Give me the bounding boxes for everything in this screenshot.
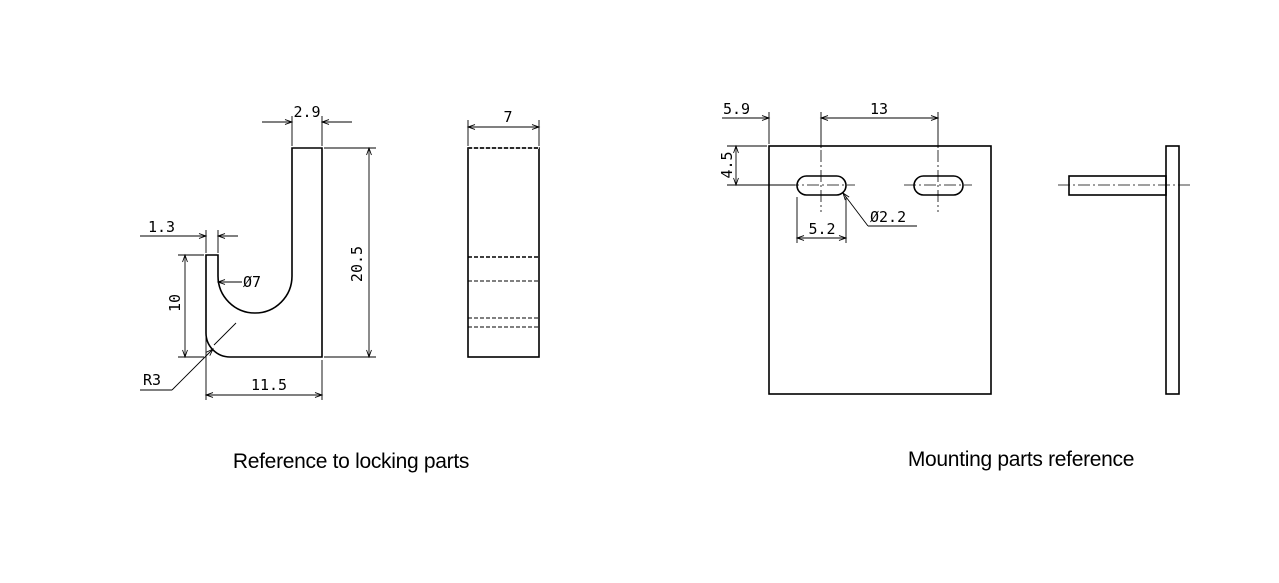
dim-total-height: 20.5 [324,146,376,359]
dim-lip-height: 10 [166,253,204,359]
dim-total-height-label: 20.5 [348,246,366,282]
dim-top-width: 2.9 [262,103,352,146]
dim-slot-length-label: 5.2 [808,220,835,238]
dim-top-width-label: 2.9 [293,103,320,121]
dim-slot-diameter-label: Ø2.2 [870,208,906,226]
dim-slot-top-offset-label: 4.5 [718,151,736,178]
dim-lip-width-label: 1.3 [148,218,175,236]
dim-hook-diameter-label: Ø7 [243,273,261,291]
slot-right [913,175,964,196]
dim-bottom-width-label: 11.5 [251,376,287,394]
left-caption: Reference to locking parts [233,450,469,473]
plate-front-view [768,145,992,395]
dim-slot-diameter: Ø2.2 [842,191,917,227]
slot-left [796,175,847,196]
dim-slot-top-offset: 4.5 [718,144,795,187]
dim-lip-height-label: 10 [166,294,184,312]
dim-slot-length: 5.2 [795,197,848,243]
dim-bend-radius: R3 [140,348,214,391]
right-caption: Mounting parts reference [908,448,1134,471]
hook-side-view [467,147,540,358]
dim-slot-spacing-label: 13 [870,100,888,118]
dim-side-thickness: 7 [466,108,541,146]
dim-bend-radius-label: R3 [143,371,161,389]
dim-slot-spacing: 13 [819,100,940,121]
dim-side-thickness-label: 7 [503,108,512,126]
plate-side-view [1058,145,1190,395]
dim-hook-diameter: Ø7 [216,273,261,291]
dim-edge-offset-label: 5.9 [723,100,750,118]
hook-front-view [205,147,323,358]
dim-bottom-width: 11.5 [204,336,324,400]
dim-edge-offset: 5.9 [722,100,939,148]
dim-lip-width: 1.3 [140,218,238,253]
